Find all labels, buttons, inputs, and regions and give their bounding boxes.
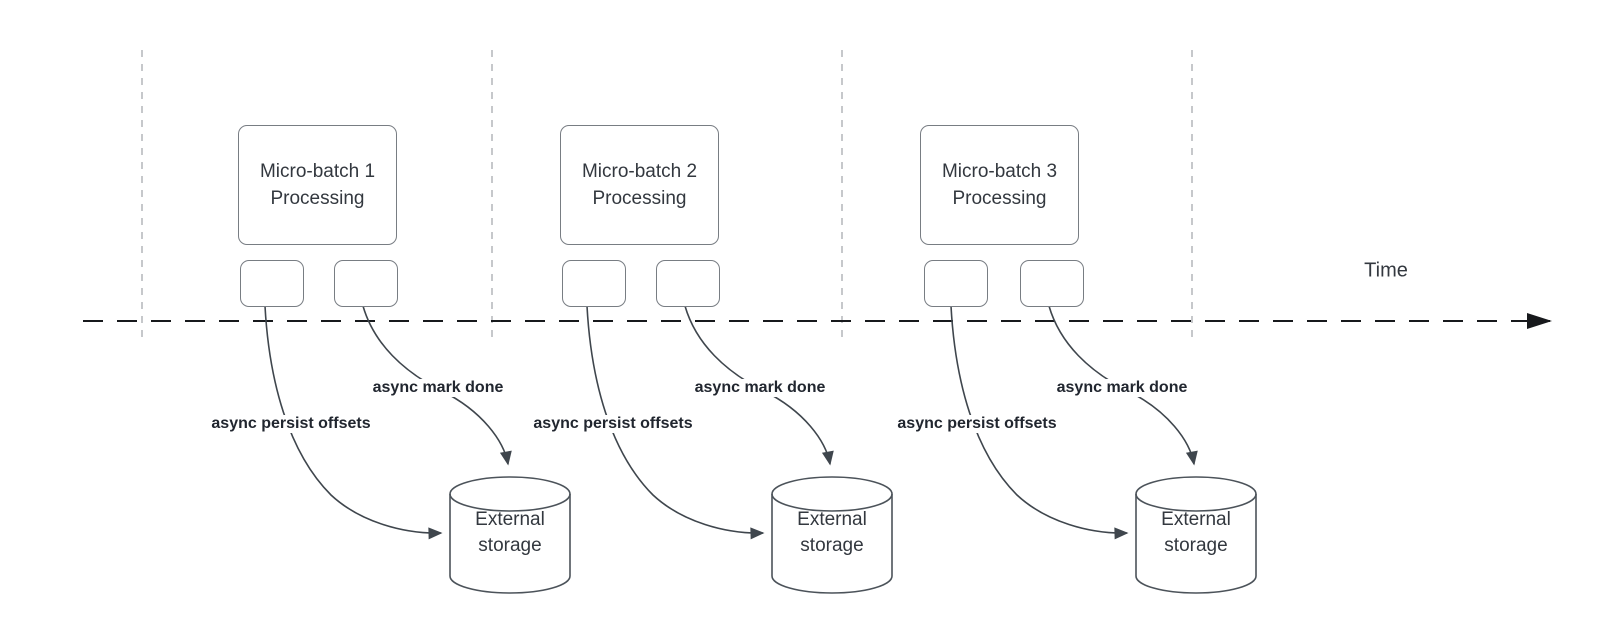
offset-box-2-left [562,260,626,307]
microbatch-2-processing-box: Micro-batch 2 Processing [560,125,719,245]
external-storage-cylinder-1-rim [449,493,571,512]
external-storage-label-3: External storage [1161,509,1231,556]
time-axis-label: Time [1364,259,1408,282]
persist-offsets-arrow-2 [586,305,765,540]
microbatch-2-processing-label: Micro-batch 2 Processing [581,161,698,209]
external-storage-cylinder-3 [1135,476,1257,594]
offset-box-2-right [656,260,720,307]
external-storage-cylinder-3-rim [1135,493,1257,512]
mark-done-label-3: async mark done [1054,379,1190,397]
persist-offsets-arrow-3 [950,305,1129,540]
offset-box-1-right [334,260,398,307]
external-storage-cylinder-1 [449,476,571,594]
mark-done-label-1: async mark done [370,379,506,397]
persist-offsets-label-1: async persist offsets [209,415,373,433]
microbatch-3-processing-box: Micro-batch 3 Processing [920,125,1079,245]
external-storage-label-1: External storage [475,509,545,556]
persist-offsets-arrow-1 [264,305,443,540]
offset-box-1-left [240,260,304,307]
microbatch-1-processing-box: Micro-batch 1 Processing [238,125,397,245]
persist-offsets-label-3: async persist offsets [895,415,1059,433]
microbatch-3-processing-label: Micro-batch 3 Processing [941,161,1058,209]
offset-box-3-left [924,260,988,307]
persist-offsets-label-2: async persist offsets [531,415,695,433]
microbatch-1-processing-label: Micro-batch 1 Processing [259,161,376,209]
offset-box-3-right [1020,260,1084,307]
external-storage-cylinder-2-rim [771,493,893,512]
mark-done-label-2: async mark done [692,379,828,397]
external-storage-label-2: External storage [797,509,867,556]
external-storage-cylinder-2 [771,476,893,594]
